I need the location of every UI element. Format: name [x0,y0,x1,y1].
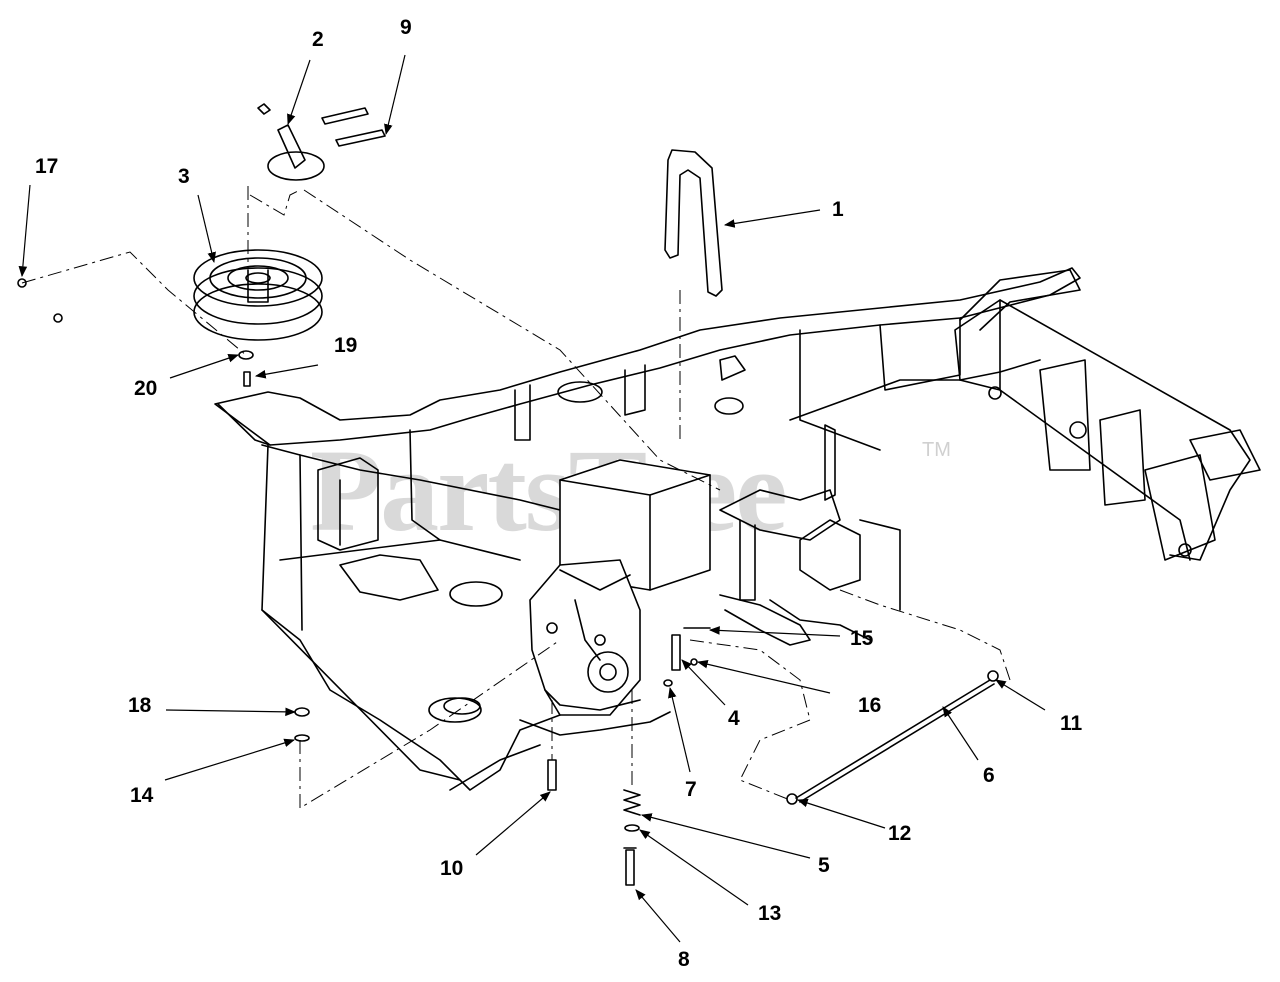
part-1-handle [664,149,723,297]
callout-6: 6 [983,764,995,787]
callout-17: 17 [35,155,58,178]
part-2-plate [257,103,325,181]
part-6-rod [795,679,995,803]
callout-1: 1 [832,198,844,221]
callout-14: 14 [130,784,154,807]
part-3-fan [193,249,323,341]
callout-13: 13 [758,902,781,925]
callout-15: 15 [850,627,874,650]
battery-box [559,459,711,591]
control-linkage [719,424,901,646]
callout-7: 7 [685,778,697,801]
callout-labels: 1 2 3 4 5 6 7 8 9 10 11 12 13 14 15 16 1… [35,16,1083,971]
callout-10: 10 [440,857,463,880]
callout-5: 5 [818,854,830,877]
watermark-text: PartsTree [310,425,786,556]
transmission [529,559,641,716]
callout-3: 3 [178,165,190,188]
callout-2: 2 [312,28,324,51]
callout-11: 11 [1060,712,1083,735]
part-9-bolts [321,107,386,147]
assembly-lines [21,186,1011,809]
callout-16: 16 [858,694,881,717]
leader-lines [18,54,1046,943]
rear-frame-tube [954,269,1261,561]
callout-19: 19 [334,334,357,357]
callout-8: 8 [678,948,690,971]
callout-18: 18 [128,694,152,717]
callout-9: 9 [400,16,412,39]
watermark-trademark: TM [922,439,951,461]
callout-4: 4 [728,707,740,730]
left-bracket [317,457,379,551]
chassis-frame [214,267,1081,791]
hardware [17,278,999,886]
callout-12: 12 [888,822,911,845]
callout-20: 20 [134,377,157,400]
